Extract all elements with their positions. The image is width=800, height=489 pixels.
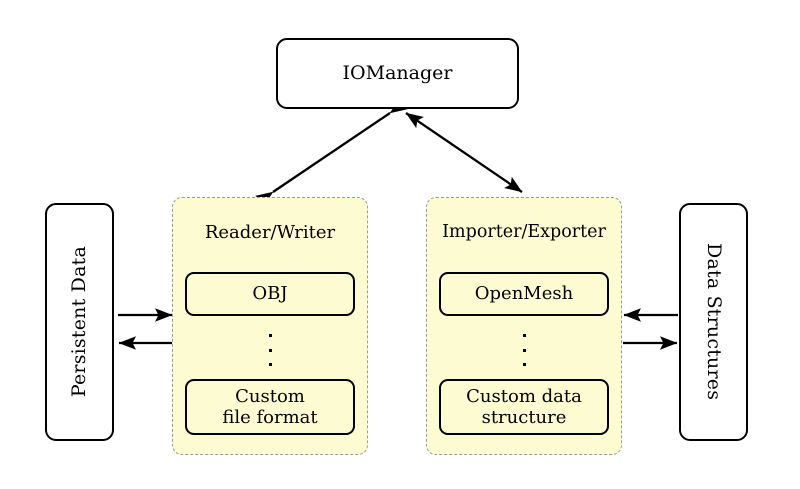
ellipsis-dot — [268, 348, 272, 352]
node-data-structures[interactable]: Data Structures — [679, 203, 748, 441]
group-importer-exporter-title: Importer/Exporter — [442, 222, 606, 242]
group-reader-writer-title: Reader/Writer — [204, 222, 336, 243]
node-openmesh[interactable]: OpenMesh — [439, 272, 609, 316]
group-reader-writer[interactable]: Reader/Writer OBJ Custom file format — [172, 197, 368, 455]
ellipsis-dot — [268, 363, 272, 366]
node-custom-file-format-line2: file format — [222, 407, 318, 428]
ellipsis-importer-exporter — [427, 334, 621, 366]
node-obj[interactable]: OBJ — [185, 272, 355, 316]
ellipsis-dot — [522, 363, 526, 366]
node-persistent-data-label: Persistent Data — [67, 246, 90, 398]
node-custom-data-structure-line2: structure — [481, 407, 567, 428]
node-custom-file-format-label: Custom file format — [222, 386, 317, 428]
node-openmesh-label: OpenMesh — [474, 283, 574, 305]
node-data-structures-label: Data Structures — [703, 243, 726, 401]
node-custom-file-format-line1: Custom — [235, 385, 305, 407]
node-custom-data-structure-line1: Custom data — [466, 385, 582, 407]
ellipsis-dot — [268, 334, 272, 337]
node-io-manager-label: IOManager — [342, 61, 453, 84]
ellipsis-dot — [522, 334, 526, 337]
node-custom-data-structure-label: Custom data structure — [466, 386, 582, 428]
node-custom-file-format[interactable]: Custom file format — [185, 379, 355, 435]
arrow-iomanager-importer-exporter — [405, 112, 523, 193]
ellipsis-dot — [522, 348, 526, 352]
arrow-iomanager-reader-writer — [255, 97, 408, 208]
node-persistent-data[interactable]: Persistent Data — [45, 203, 114, 441]
ellipsis-reader-writer — [173, 334, 367, 366]
node-io-manager[interactable]: IOManager — [276, 38, 519, 109]
group-importer-exporter[interactable]: Importer/Exporter OpenMesh Custom data s… — [426, 197, 622, 455]
node-obj-label: OBJ — [252, 283, 288, 305]
node-custom-data-structure[interactable]: Custom data structure — [439, 379, 609, 435]
